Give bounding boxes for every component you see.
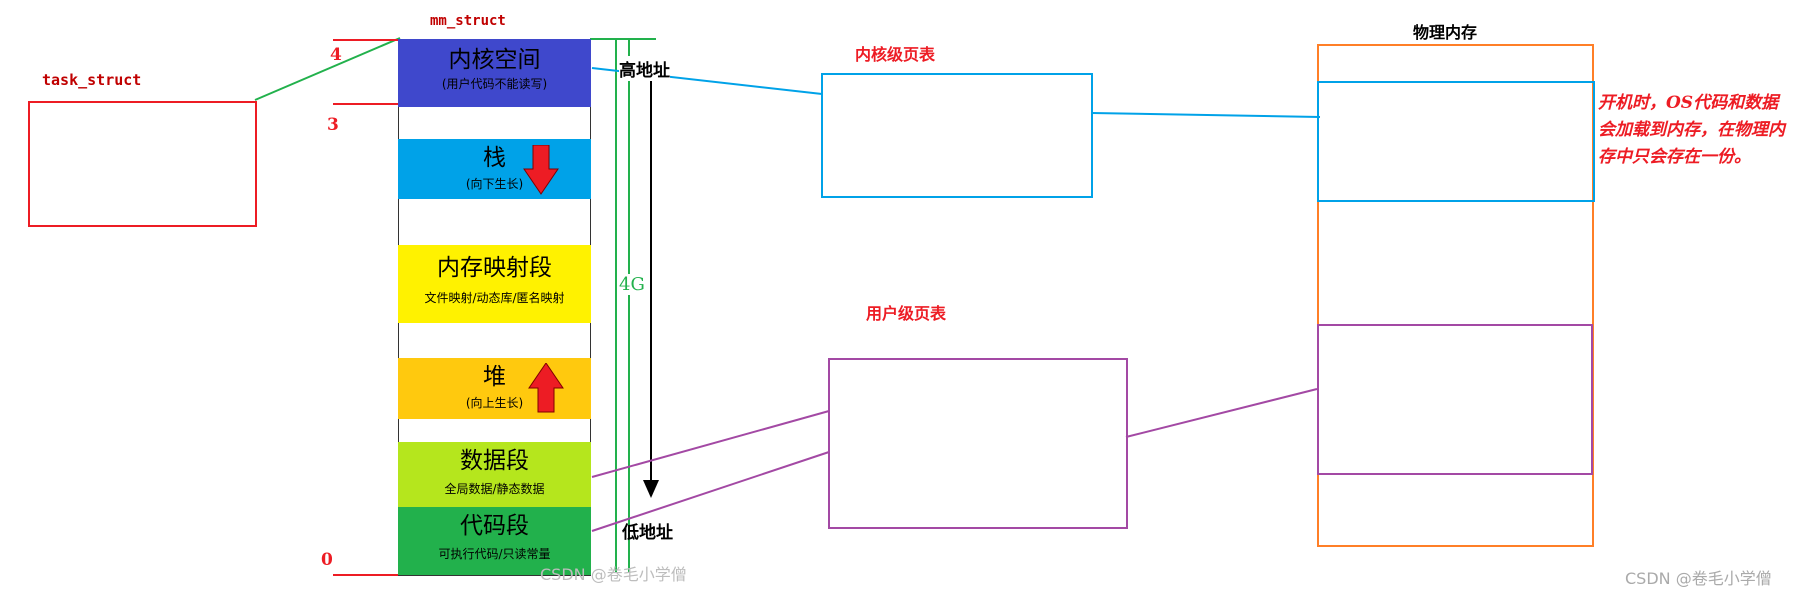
user-page-table-label: 用户级页表 [866, 304, 947, 323]
code-segment: 代码段 可执行代码/只读常量 [398, 507, 591, 575]
mmap-title: 内存映射段 [437, 255, 552, 281]
task-struct-box [28, 101, 257, 227]
stack-segment: 栈 (向下生长) [398, 139, 591, 199]
mmap-segment: 内存映射段 文件映射/动态库/匿名映射 [398, 245, 591, 323]
data-to-upt-line [591, 410, 830, 478]
code-to-upt-line [591, 451, 830, 532]
mmap-sub: 文件映射/动态库/匿名映射 [424, 291, 565, 305]
low-address-label: 低地址 [622, 523, 673, 543]
stack-sub: (向下生长) [465, 177, 524, 191]
data-sub: 全局数据/静态数据 [444, 482, 545, 496]
heap-sub: (向上生长) [465, 396, 524, 410]
code-sub: 可执行代码/只读常量 [438, 547, 551, 561]
down-arrow-icon [523, 145, 559, 195]
kernel-page-table-label: 内核级页表 [855, 45, 936, 64]
task-to-mm-line [254, 37, 401, 101]
address-arrowhead [643, 480, 659, 498]
kernel-space-segment: 内核空间 (用户代码不能读写) [398, 39, 591, 107]
task-struct-label: task_struct [42, 71, 142, 89]
note-text: 开机时，OS代码和数据会加载到内存，在物理内存中只会存在一份。 [1598, 93, 1785, 167]
upt-to-phys-line [1125, 388, 1318, 438]
physical-user-region [1317, 324, 1593, 475]
address-number-0: 0 [321, 550, 333, 570]
stack-title: 栈 [483, 145, 506, 171]
code-title: 代码段 [460, 513, 529, 539]
watermark-center: CSDN @卷毛小学僧 [540, 565, 687, 584]
heap-segment: 堆 (向上生长) [398, 358, 591, 419]
mm-struct-label: mm_struct [430, 13, 506, 29]
physical-memory-label: 物理内存 [1413, 23, 1478, 42]
watermark-corner: CSDN @卷毛小学僧 [1625, 569, 1772, 588]
size-4g-label: 4G [619, 274, 645, 295]
heap-title: 堆 [483, 364, 506, 390]
user-page-table-box [828, 358, 1128, 529]
data-segment: 数据段 全局数据/静态数据 [398, 442, 591, 507]
kernel-space-sub: (用户代码不能读写) [441, 77, 548, 91]
kpt-to-phys-line [1091, 112, 1321, 118]
data-title: 数据段 [460, 448, 529, 474]
address-number-3: 3 [327, 115, 339, 135]
high-address-label: 高地址 [619, 56, 670, 81]
kernel-page-table-box [821, 73, 1093, 198]
address-number-4: 4 [330, 45, 342, 65]
kernel-space-title: 内核空间 [448, 47, 541, 73]
up-arrow-icon [528, 363, 564, 413]
physical-memory-box [1317, 44, 1594, 547]
physical-kernel-region [1317, 81, 1595, 202]
